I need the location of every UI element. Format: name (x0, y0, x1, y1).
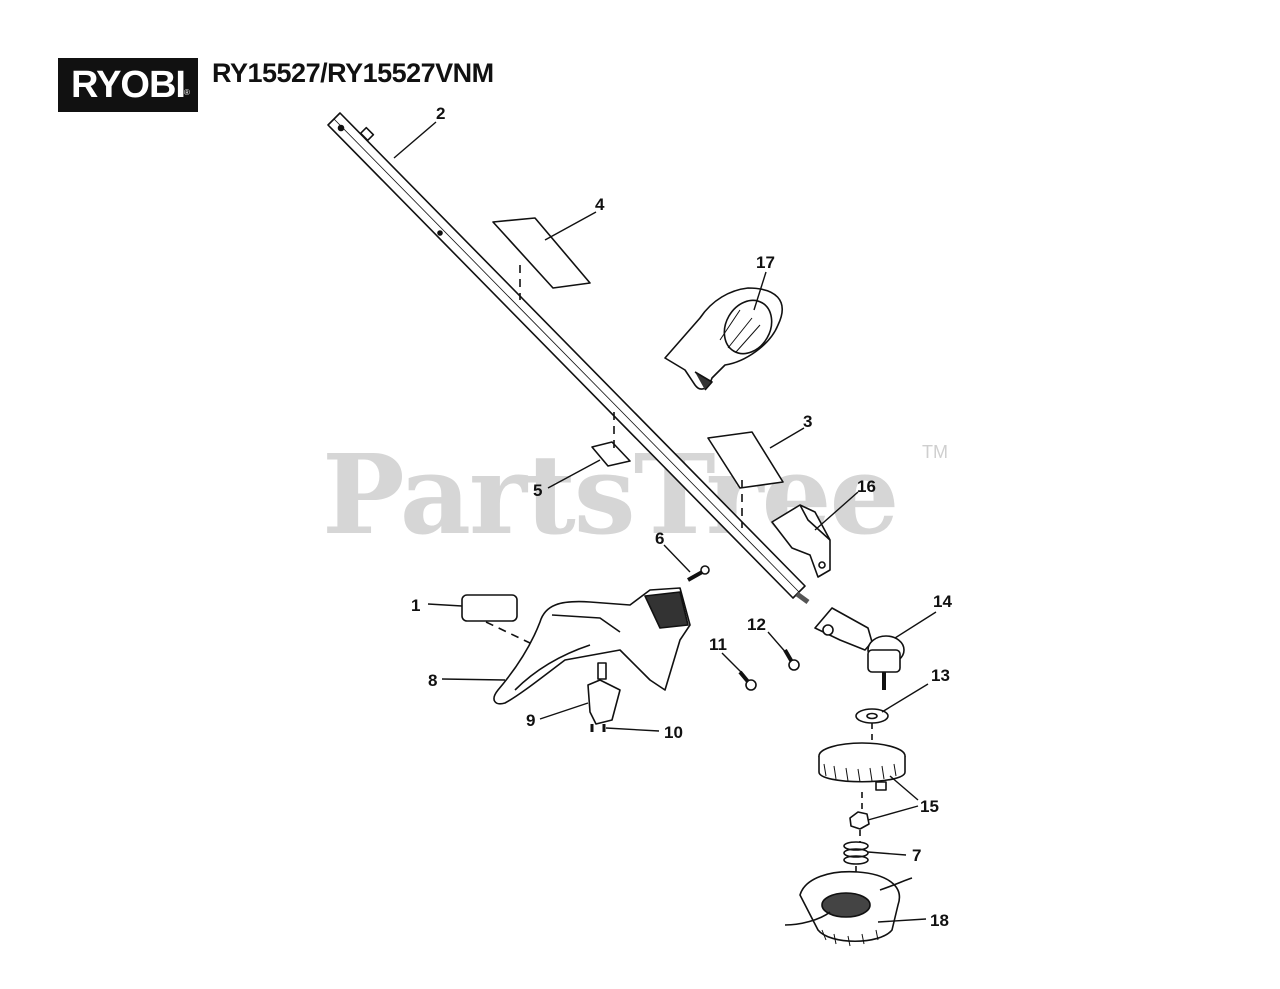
callout-17: 17 (756, 253, 775, 272)
part-gear-head (814, 607, 905, 690)
part-washer (855, 708, 889, 742)
callout-13: 13 (931, 666, 950, 685)
part-bolt-11 (738, 670, 757, 691)
part-guard (493, 587, 691, 705)
logo-text: RYOBI (71, 63, 186, 106)
ryobi-logo: RYOBI (58, 58, 198, 112)
callout-9: 9 (526, 711, 535, 730)
part-label-5 (591, 412, 631, 467)
callout-14: 14 (933, 592, 952, 611)
callout-16: 16 (857, 477, 876, 496)
callout-18: 18 (930, 911, 949, 930)
callout-2: 2 (436, 104, 445, 123)
part-nut (849, 811, 870, 842)
callout-10: 10 (664, 723, 683, 742)
part-spool-cover (818, 742, 906, 810)
callout-1: 1 (411, 596, 420, 615)
part-label-3 (707, 431, 784, 528)
part-handle (664, 287, 783, 391)
callout-4: 4 (595, 195, 605, 214)
part-label-4 (492, 217, 591, 300)
registered-mark: ® (184, 88, 190, 97)
callout-5: 5 (533, 481, 542, 500)
model-number: RY15527/RY15527VNM (212, 58, 494, 88)
callout-3: 3 (803, 412, 812, 431)
part-shaft (327, 112, 810, 605)
part-bracket (771, 504, 831, 578)
callout-7: 7 (912, 846, 921, 865)
callout-8: 8 (428, 671, 437, 690)
callout-11: 11 (709, 635, 727, 654)
part-pad (461, 594, 531, 644)
callout-6: 6 (655, 529, 664, 548)
part-blade (587, 662, 621, 725)
part-screw-6 (687, 565, 710, 582)
part-spool-housing (784, 870, 913, 947)
part-screw-10 (590, 724, 606, 732)
callout-15: 15 (920, 797, 939, 816)
watermark-trademark: TM (922, 442, 948, 462)
callout-12: 12 (747, 615, 766, 634)
leader-lines (393, 121, 937, 923)
